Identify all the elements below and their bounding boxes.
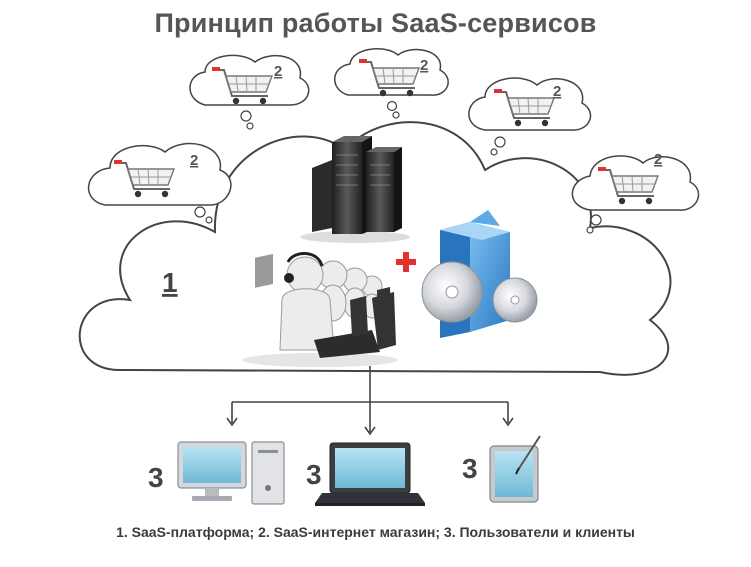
thought-label: 2 [190, 152, 198, 169]
thought-label: 2 [553, 83, 561, 100]
software-box-icon [421, 210, 538, 338]
tablet-device: 3 [462, 435, 541, 503]
device-label: 3 [462, 453, 478, 484]
arrow-heads [226, 417, 514, 436]
desktop-device: 3 [148, 441, 285, 505]
support-operators-icon [242, 252, 398, 367]
device-label: 3 [148, 462, 164, 493]
thought-bubble-5: 2 [571, 151, 700, 234]
device-label: 3 [306, 459, 322, 490]
laptop-device: 3 [306, 442, 425, 506]
page-title: Принцип работы SaaS-сервисов [154, 8, 597, 38]
connector-lines [231, 366, 509, 432]
legend-caption: 1. SaaS-платформа; 2. SaaS-интернет мага… [116, 524, 635, 540]
thought-bubble-2: 2 [189, 54, 310, 130]
thought-bubble-3: 2 [334, 48, 449, 119]
desktop-computer-icon [177, 441, 285, 505]
thought-label: 2 [654, 151, 662, 168]
thought-bubble-1: 2 [87, 142, 232, 224]
laptop-icon [315, 442, 425, 506]
server-rack-icon [300, 136, 410, 243]
thought-label: 2 [420, 57, 428, 74]
plus-icon [396, 252, 416, 272]
thought-bubble-4: 2 [468, 77, 592, 156]
tablet-icon [489, 435, 541, 503]
thought-label: 2 [274, 63, 282, 80]
platform-label: 1 [162, 267, 178, 298]
